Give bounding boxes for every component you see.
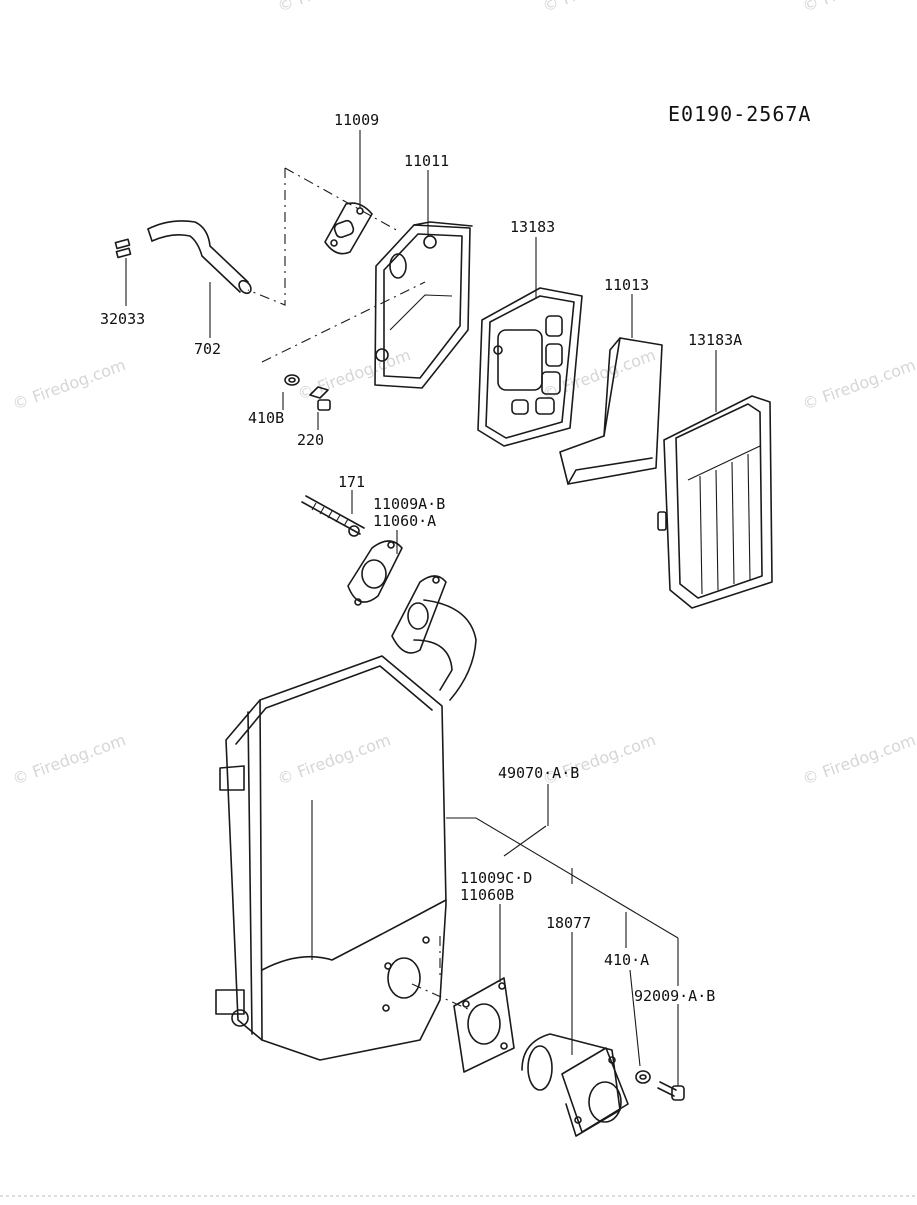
part-220-bolt — [309, 386, 331, 411]
label-11060-A: 11060·A — [373, 512, 436, 530]
label-702: 702 — [194, 340, 221, 358]
part-13183A-cover — [657, 395, 773, 609]
label-18077: 18077 — [546, 914, 591, 932]
watermark-text: © Firedog.com — [800, 355, 917, 414]
part-18077-tailpipe — [521, 1033, 629, 1137]
part-32033-clip — [114, 238, 132, 259]
watermark-text: © Firedog.com — [275, 0, 393, 16]
label-32033: 32033 — [100, 310, 145, 328]
part-13183-element — [477, 287, 583, 447]
label-11011: 11011 — [404, 152, 449, 170]
label-13183A: 13183A — [688, 331, 742, 349]
label-171: 171 — [338, 473, 365, 491]
watermark-text: © Firedog.com — [800, 0, 917, 16]
label-11009A-B: 11009A·B — [373, 495, 445, 513]
label-92009: 92009·A·B — [634, 987, 715, 1005]
part-171-stud — [301, 495, 365, 537]
part-labels: 11009 11011 13183 11013 13183A 32033 702… — [100, 111, 742, 1005]
label-410-A: 410·A — [604, 951, 649, 969]
label-11060B: 11060B — [460, 886, 514, 904]
part-11013-foam — [559, 337, 663, 485]
label-410B: 410B — [248, 409, 284, 427]
part-11009-gasket — [324, 202, 373, 255]
part-11009A-gasket — [347, 540, 403, 606]
label-11009: 11009 — [334, 111, 379, 129]
label-11009C-D: 11009C·D — [460, 869, 532, 887]
part-702-hose — [147, 220, 252, 295]
watermark-text: © Firedog.com — [10, 355, 128, 414]
label-49070: 49070·A·B — [498, 764, 579, 782]
watermark-text: © Firedog.com — [540, 0, 658, 16]
part-muffler-body — [215, 655, 447, 1061]
part-410B-washer — [284, 374, 300, 386]
part-muffler-pipe — [391, 575, 477, 701]
label-220: 220 — [297, 431, 324, 449]
watermark-text: © Firedog.com — [800, 730, 917, 789]
label-11013: 11013 — [604, 276, 649, 294]
watermark-text: © Firedog.com — [10, 730, 128, 789]
part-92009-bolt — [657, 1081, 685, 1101]
part-11011-base — [374, 221, 473, 389]
watermark-text: © Firedog.com — [275, 730, 393, 789]
watermark-text: © Firedog.com — [540, 345, 658, 404]
label-13183: 13183 — [510, 218, 555, 236]
part-410A-washer — [635, 1070, 651, 1084]
diagram-code: E0190-2567A — [668, 102, 811, 126]
part-11009C-gasket — [453, 977, 515, 1073]
